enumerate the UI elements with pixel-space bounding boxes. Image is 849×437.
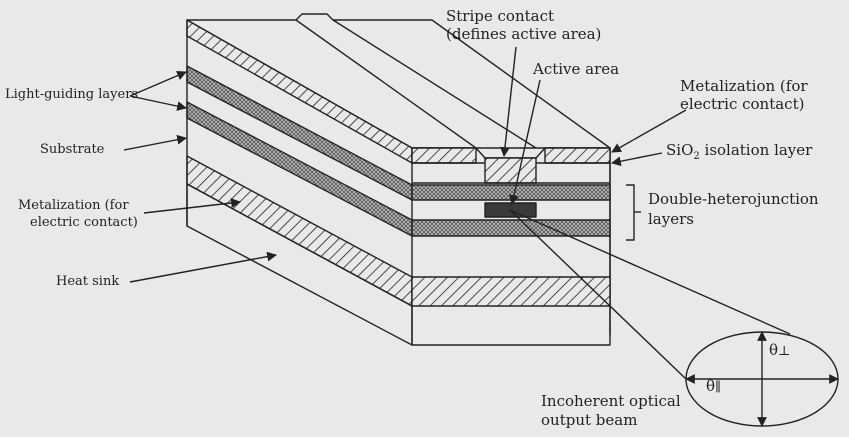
label-substrate: Substrate bbox=[40, 142, 105, 157]
front-stripe-contact bbox=[484, 157, 537, 184]
label-heat-sink: Heat sink bbox=[56, 274, 120, 289]
label-theta-perp: θ⊥ bbox=[769, 341, 791, 360]
label-light-guiding: Light-guiding layers bbox=[5, 87, 139, 102]
front-guide-2 bbox=[411, 219, 611, 237]
label-sio2: SiO2 isolation layer bbox=[666, 141, 813, 163]
sio2-sub: 2 bbox=[693, 151, 700, 162]
label-double-hetero-1: Double-heterojunction bbox=[648, 190, 819, 208]
label-stripe-contact-1: Stripe contact bbox=[446, 7, 555, 25]
arrow-guide-1 bbox=[129, 70, 187, 97]
theta-par-sub: ∥ bbox=[715, 380, 722, 395]
front-metal-top-left bbox=[411, 147, 477, 164]
label-stripe-contact-2: (defines active area) bbox=[446, 25, 602, 43]
label-output-beam-2: output beam bbox=[541, 411, 638, 429]
arrow-sio2 bbox=[611, 152, 663, 167]
label-metalization-top-1: Metalization (for bbox=[680, 77, 808, 95]
theta-par-symbol: θ bbox=[706, 377, 716, 395]
arrow-guide-2 bbox=[129, 95, 187, 111]
front-face-outline bbox=[411, 147, 611, 346]
arrow-metal-top bbox=[611, 109, 687, 153]
arrow-substrate bbox=[123, 134, 187, 151]
arrow-heat-sink bbox=[129, 251, 277, 283]
label-metalization-left-1: Metalization (for bbox=[18, 198, 129, 213]
label-active-area: Active area bbox=[533, 60, 620, 78]
theta-perp-sub: ⊥ bbox=[778, 344, 791, 359]
sio2-prefix: SiO bbox=[666, 141, 694, 159]
arrow-stripe bbox=[500, 46, 517, 157]
theta-perp-symbol: θ bbox=[769, 341, 779, 359]
bracket-double-hetero bbox=[626, 184, 635, 241]
label-theta-par: θ∥ bbox=[706, 377, 722, 396]
sio2-suffix: isolation layer bbox=[699, 141, 813, 159]
label-output-beam-1: Incoherent optical bbox=[541, 392, 681, 410]
arrow-active bbox=[509, 79, 541, 205]
front-metal-top-right bbox=[544, 147, 611, 164]
arrow-metal-left bbox=[143, 198, 241, 214]
front-guide-1 bbox=[411, 184, 611, 201]
label-double-hetero-2: layers bbox=[648, 210, 694, 228]
front-metal-bottom bbox=[411, 276, 611, 307]
label-metalization-top-2: electric contact) bbox=[680, 95, 805, 113]
label-metalization-left-2: electric contact) bbox=[30, 215, 138, 230]
